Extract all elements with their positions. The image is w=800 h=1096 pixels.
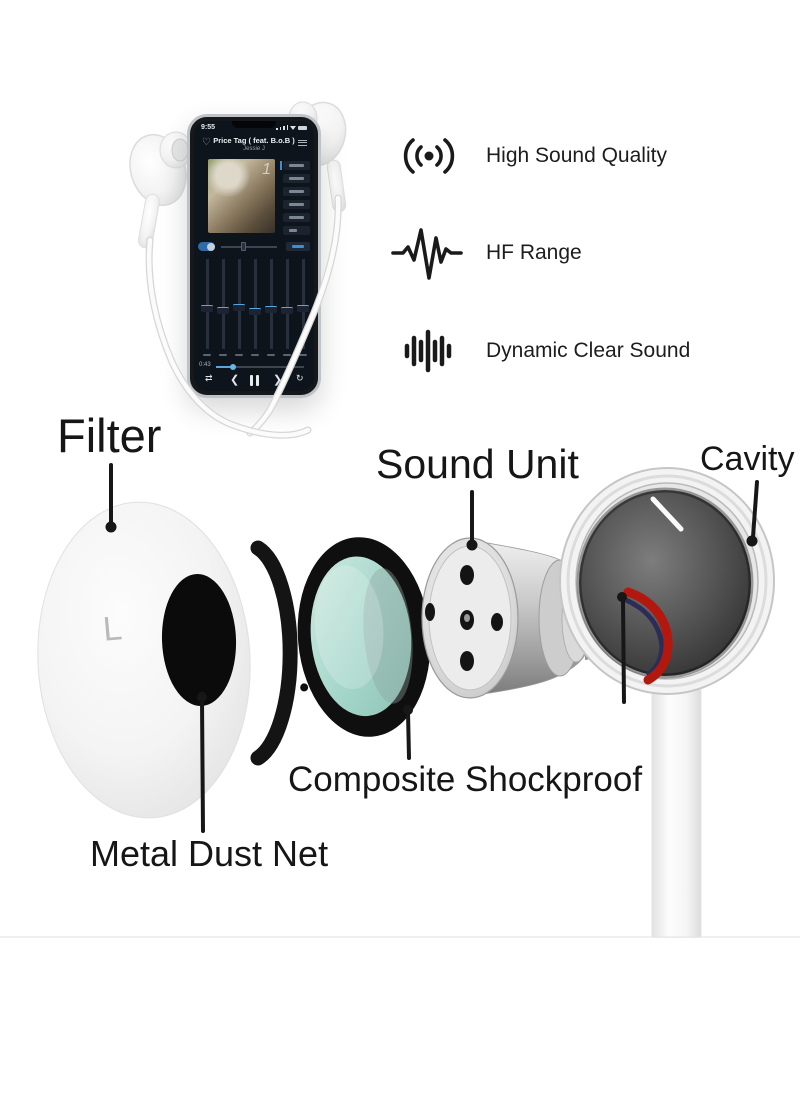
hf-range-icon bbox=[391, 228, 463, 280]
album-overlay-number: 1 bbox=[262, 161, 271, 178]
composite-shockproof-pointer bbox=[406, 710, 411, 760]
progress-bar bbox=[216, 366, 304, 368]
pause-icon bbox=[250, 375, 259, 386]
eq-balance-slider bbox=[221, 246, 277, 248]
metal-dust-net bbox=[161, 574, 237, 706]
callout-pointers bbox=[105, 463, 759, 833]
earphone-stem bbox=[651, 689, 702, 938]
status-icons bbox=[276, 125, 307, 130]
favorite-heart-icon: ♡ bbox=[202, 137, 211, 148]
phone-notch bbox=[232, 121, 276, 128]
wire-blue bbox=[623, 597, 665, 677]
song-title: Price Tag ( feat. B.o.B ) bbox=[213, 136, 295, 145]
eq-balance-handle bbox=[241, 242, 246, 251]
phone-screen: 9:55 ♡ Price Tag ( feat. B.o.B ) Jessie … bbox=[194, 121, 314, 391]
feature-hf-range: HF Range bbox=[390, 222, 582, 284]
eq-freq-label bbox=[203, 354, 211, 356]
song-artist: Jessie J bbox=[243, 146, 265, 152]
cavity-shell bbox=[559, 467, 775, 695]
feature-label: Dynamic Clear Sound bbox=[486, 339, 691, 362]
eq-preset-item bbox=[283, 174, 310, 183]
left-channel-marking: L bbox=[101, 609, 124, 649]
sound-unit-label: Sound Unit bbox=[376, 441, 579, 487]
feature-high-sound-quality: High Sound Quality bbox=[398, 126, 667, 186]
next-icon: ❯ bbox=[273, 374, 283, 386]
album-art: 1 bbox=[208, 159, 275, 233]
elapsed-time: 0:43 bbox=[199, 362, 211, 368]
filter-label: Filter bbox=[57, 409, 162, 462]
previous-icon: ❮ bbox=[230, 374, 240, 386]
cavity-label: Cavity bbox=[700, 440, 795, 478]
photo-bottom-edge bbox=[0, 936, 800, 938]
cavity-pointer bbox=[751, 480, 759, 539]
eq-toggle bbox=[198, 242, 215, 251]
metal-dust-net-pointer bbox=[200, 698, 205, 833]
metal-dust-net-label: Metal Dust Net bbox=[90, 833, 329, 874]
high-sound-quality-icon bbox=[403, 138, 455, 174]
playlist-menu-icon bbox=[298, 138, 307, 147]
feature-label: HF Range bbox=[486, 241, 582, 264]
wire-dot bbox=[617, 592, 627, 602]
eq-save-button bbox=[286, 242, 310, 251]
dynamic-clear-sound-icon bbox=[404, 329, 452, 373]
exploded-earphone-diagram bbox=[37, 463, 775, 938]
composite-shockproof-label: Composite Shockproof bbox=[288, 760, 643, 799]
repeat-icon: ↻ bbox=[296, 373, 304, 383]
feature-label: High Sound Quality bbox=[486, 144, 667, 167]
wire-pointer bbox=[621, 599, 626, 704]
earphone-cables bbox=[145, 194, 342, 439]
shell-highlight bbox=[650, 496, 684, 532]
wire-red bbox=[623, 587, 673, 685]
composite-shockproof-ring bbox=[297, 537, 433, 737]
progress-handle bbox=[230, 363, 236, 370]
feature-dynamic-clear-sound: Dynamic Clear Sound bbox=[403, 326, 690, 376]
status-time: 9:55 bbox=[201, 124, 216, 131]
eq-preset-item bbox=[283, 213, 310, 222]
signal-icon bbox=[276, 128, 278, 130]
wifi-icon bbox=[290, 126, 296, 130]
shuffle-icon: ⇄ bbox=[205, 373, 213, 383]
battery-icon bbox=[298, 126, 307, 130]
eq-slider-handle bbox=[201, 305, 213, 312]
eq-slider-track bbox=[206, 259, 209, 349]
eq-preset-item bbox=[283, 187, 310, 196]
eq-preset-item bbox=[283, 200, 310, 209]
eq-preset-item bbox=[280, 161, 310, 170]
eq-preset-item bbox=[283, 226, 310, 235]
gasket-ring bbox=[250, 540, 298, 766]
